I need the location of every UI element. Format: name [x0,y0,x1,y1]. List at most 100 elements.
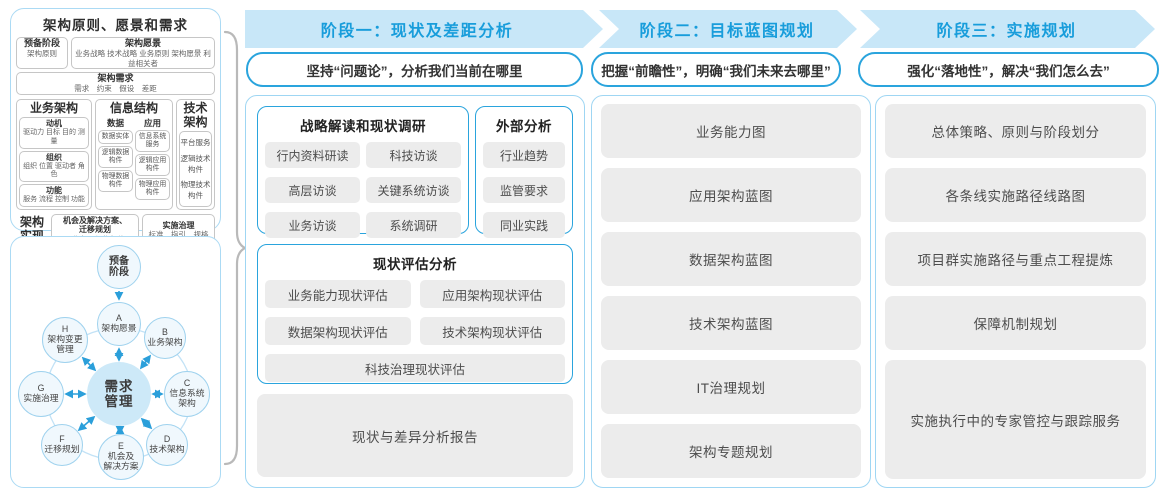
adm-cycle-panel: 预备 阶段 A 架构愿景 B 业务架构 C 信息系统 架构 D 技术架构 E 机… [10,236,221,488]
architecture-requirements-items: 需求 约束 假设 差距 [74,84,157,94]
cycle-node-b-business: B 业务架构 [144,317,186,359]
technology-architecture-title: 技术架构 [183,100,208,130]
strategy-research-title: 战略解读和现状调研 [300,119,426,134]
cycle-node-g-governance: G 实施治理 [18,371,64,417]
phase1-panel: 战略解读和现状调研 行内资料研读 科技访谈 高层访谈 关键系统访谈 业务访谈 系… [245,95,585,488]
assessment-title: 现状评估分析 [373,257,457,272]
cycle-node-e-opportunities: E 机会及 解决方案 [98,434,144,480]
list-item: IT治理规划 [601,360,861,414]
strategy-research-subpanel: 战略解读和现状调研 行内资料研读 科技访谈 高层访谈 关键系统访谈 业务访谈 系… [257,106,469,238]
logical-data-component-box: 逻辑数据 构件 [98,145,133,168]
architecture-requirements-box: 架构需求 需求 约束 假设 差距 [16,72,215,95]
list-item: 科技治理现状评估 [265,354,565,382]
cycle-node-h-change-management: H 架构变更 管理 [42,317,88,363]
phase2-banner: 阶段二：目标蓝图规划 [599,10,857,48]
assessment-subpanel: 现状评估分析 业务能力现状评估 应用架构现状评估 数据架构现状评估 技术架构现状… [257,244,573,384]
application-title: 应用 [143,118,161,129]
list-item: 技术架构现状评估 [419,317,565,345]
technology-architecture-column: 技术架构 平台服务 逻辑技术 构件 物理技术 构件 [176,98,215,210]
arrow-center-b [139,354,152,370]
list-item: 关键系统访谈 [366,177,461,203]
list-item: 项目群实施路径与重点工程提炼 [885,232,1146,286]
phase2-panel: 业务能力图 应用架构蓝图 数据架构蓝图 技术架构蓝图 IT治理规划 架构专题规划 [591,95,871,488]
overview-title: 架构原则、愿景和需求 [43,18,188,33]
function-items: 服务 流程 控制 功能 [23,196,85,204]
opportunities-migration-title: 机会及解决方案、 迁移规划 [63,215,127,235]
list-item: 技术架构蓝图 [601,296,861,350]
overview-middle-row: 业务架构 动机 驱动力 目标 目的 测量 组织 组织 位置 驱动者 角色 功能 … [16,98,215,210]
list-item: 保障机制规划 [885,296,1146,350]
business-architecture-column: 业务架构 动机 驱动力 目标 目的 测量 组织 组织 位置 驱动者 角色 功能 … [16,98,92,210]
motivation-box: 动机 驱动力 目标 目的 测量 [19,117,89,149]
technology-items-box: 平台服务 逻辑技术 构件 物理技术 构件 [179,131,212,207]
list-item: 业务能力现状评估 [265,280,411,308]
list-item: 数据架构蓝图 [601,232,861,286]
list-item: 行业趋势 [483,142,565,168]
physical-application-component-box: 物理应用 构件 [135,177,170,200]
architecture-principles-label: 架构原则 [27,49,57,59]
architecture-vision-title: 架构愿景 [124,38,161,48]
list-item: 应用架构现状评估 [419,280,565,308]
list-item: 系统调研 [366,212,461,238]
organization-title: 组织 [46,152,62,162]
arrow-center-h [81,356,97,372]
organization-items: 组织 位置 驱动者 角色 [23,162,85,179]
motivation-title: 动机 [46,119,62,129]
data-title: 数据 [106,118,124,129]
architecture-overview-panel: 架构原则、愿景和需求 预备阶段 架构原则 架构愿景 业务战略 技术战略 业务原则… [10,8,221,247]
list-item: 架构专题规划 [601,424,861,478]
phase2-subtitle: 把握“前瞻性”，明确“我们未来去哪里” [591,52,841,87]
list-item: 监管要求 [483,177,565,203]
cycle-node-requirements-management: 需求 管理 [87,362,151,426]
overview-top-row: 预备阶段 架构原则 架构愿景 业务战略 技术战略 业务原则 架构愿景 利益相关者 [16,37,215,69]
logical-application-component-box: 逻辑应用 构件 [135,153,170,176]
list-item: 数据架构现状评估 [265,317,411,345]
list-item: 实施执行中的专家管控与跟踪服务 [885,360,1146,479]
list-item: 科技访谈 [366,142,461,168]
list-item: 同业实践 [483,212,565,238]
cycle-node-a-vision: A 架构愿景 [97,302,141,346]
external-analysis-subpanel: 外部分析 行业趋势 监管要求 同业实践 [475,106,573,238]
external-analysis-list: 行业趋势 监管要求 同业实践 [483,142,565,238]
arrow-center-d [140,417,153,430]
data-entity-box: 数据实体 [98,130,133,144]
preliminary-phase-title: 预备阶段 [23,38,60,48]
strategy-research-grid: 行内资料研读 科技访谈 高层访谈 关键系统访谈 业务访谈 系统调研 [265,142,461,238]
organization-box: 组织 组织 位置 驱动者 角色 [19,150,89,183]
implementation-governance-title: 实施治理 [162,220,195,230]
cycle-node-c-information-systems: C 信息系统 架构 [164,371,210,417]
architecture-vision-box: 架构愿景 业务战略 技术战略 业务原则 架构愿景 利益相关者 [71,37,215,69]
information-structure-title: 信息结构 [109,100,158,115]
phase1-top-row: 战略解读和现状调研 行内资料研读 科技访谈 高层访谈 关键系统访谈 业务访谈 系… [257,106,573,238]
list-item: 应用架构蓝图 [601,168,861,222]
phase3-subtitle: 强化“落地性”，解决“我们怎么去” [858,52,1159,87]
list-item: 行内资料研读 [265,142,360,168]
information-subcolumns: 数据 数据实体 逻辑数据 构件 物理数据 构件 应用 信息系统 服务 逻辑应用 … [96,117,172,204]
logical-tech-component-label: 逻辑技术 构件 [180,153,211,174]
information-system-service-box: 信息系统 服务 [135,130,170,152]
preliminary-phase-box: 预备阶段 架构原则 [16,37,68,69]
list-item: 总体策略、原则与阶段划分 [885,104,1146,158]
architecture-requirements-title: 架构需求 [97,73,134,83]
function-box: 功能 服务 流程 控制 功能 [19,184,89,207]
list-item: 各条线实施路径线路图 [885,168,1146,222]
gap-analysis-report-box: 现状与差异分析报告 [257,394,573,477]
motivation-items: 驱动力 目标 目的 测量 [23,129,85,145]
phase1-subtitle: 坚持“问题论”，分析我们当前在哪里 [246,52,583,87]
phase3-list: 总体策略、原则与阶段划分 各条线实施路径线路图 项目群实施路径与重点工程提炼 保… [876,96,1155,487]
cycle-node-d-technology: D 技术架构 [146,424,188,466]
assessment-grid: 业务能力现状评估 应用架构现状评估 数据架构现状评估 技术架构现状评估 科技治理… [265,280,565,382]
phase3-banner: 阶段三：实施规划 [860,10,1155,48]
physical-tech-component-label: 物理技术 构件 [180,179,211,200]
phase1-banner: 阶段一：现状及差距分析 [245,10,603,48]
cycle-node-f-migration: F 迁移规划 [41,424,83,466]
phase2-list: 业务能力图 应用架构蓝图 数据架构蓝图 技术架构蓝图 IT治理规划 架构专题规划 [592,96,870,487]
application-subcolumn: 应用 信息系统 服务 逻辑应用 构件 物理应用 构件 [135,117,170,202]
list-item: 高层访谈 [265,177,360,203]
business-architecture-title: 业务架构 [29,100,78,115]
list-item: 业务能力图 [601,104,861,158]
list-item: 业务访谈 [265,212,360,238]
cycle-node-preliminary: 预备 阶段 [97,245,141,289]
platform-service-label: 平台服务 [180,138,211,148]
